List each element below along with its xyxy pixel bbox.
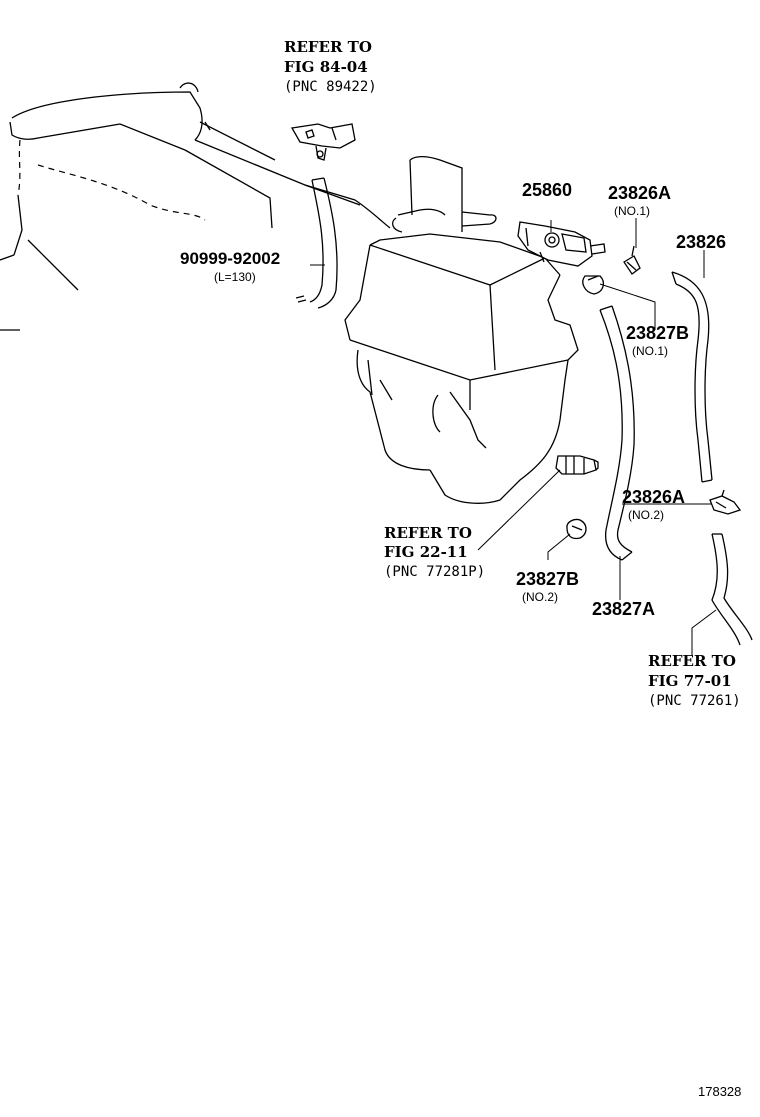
part-note-23826a-no2: (NO.2) <box>628 508 664 522</box>
part-note-23826a-no1: (NO.1) <box>614 204 650 218</box>
small-hose-drawing <box>295 177 338 309</box>
figure-number: 178328 <box>698 1084 742 1099</box>
part-number-23827b-no1: 23827B <box>626 323 690 343</box>
part-number-23826a-no1: 23826A <box>608 183 672 203</box>
clip-drawings <box>566 245 742 540</box>
hose-23827a-drawing <box>599 305 635 561</box>
sensor-drawing <box>290 123 356 161</box>
part-number-23827b-no2: 23827B <box>516 569 580 589</box>
part-number-25860: 25860 <box>522 180 573 200</box>
leader-lines <box>310 218 717 655</box>
part-note-90999-92002: (L=130) <box>214 270 256 284</box>
valve-drawing <box>517 221 606 267</box>
ref-77-01-pnc: (PNC 77261) <box>648 693 741 709</box>
ref-22-11-line2: FIG 22-11 <box>384 543 468 561</box>
canister-drawing <box>344 155 579 504</box>
ref-84-04-line1: REFER TO <box>284 38 372 56</box>
hose-lower-right-drawing <box>711 533 753 646</box>
part-number-90999-92002: 90999-92002 <box>180 249 281 268</box>
hose-23826-drawing <box>671 271 713 483</box>
engine-block-drawing <box>0 82 391 331</box>
ref-77-01-line2: FIG 77-01 <box>648 672 732 690</box>
part-number-23826a-no2: 23826A <box>622 487 686 507</box>
ref-22-11-pnc: (PNC 77281P) <box>384 564 486 580</box>
ref-84-04-line2: FIG 84-04 <box>284 58 368 76</box>
part-note-23827b-no1: (NO.1) <box>632 344 668 358</box>
part-note-23827b-no2: (NO.2) <box>522 590 558 604</box>
connector-drawing <box>555 455 599 475</box>
ref-84-04-pnc: (PNC 89422) <box>284 79 377 95</box>
part-number-23827a: 23827A <box>592 599 656 619</box>
part-number-23826: 23826 <box>676 232 727 252</box>
ref-22-11-line1: REFER TO <box>384 524 472 542</box>
ref-77-01-line1: REFER TO <box>648 652 736 670</box>
